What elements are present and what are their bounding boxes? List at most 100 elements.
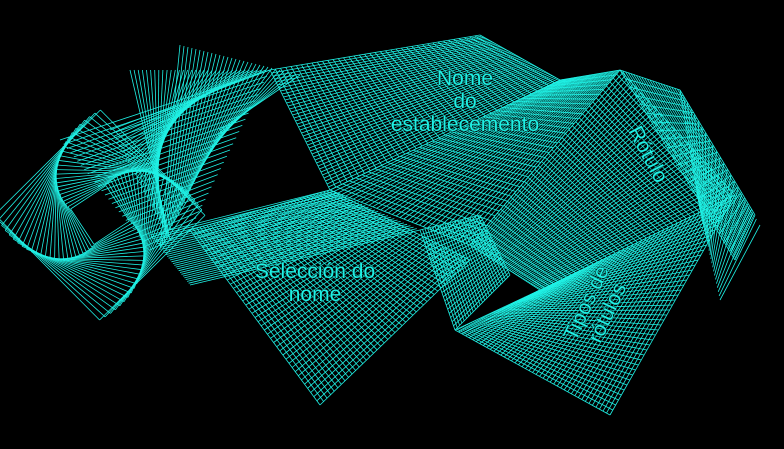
string-line [588,207,709,404]
string-line [446,259,503,306]
string-line [453,272,510,327]
string-line [177,53,217,215]
string-line [278,41,493,89]
string-line [264,229,411,331]
string-line [430,72,604,230]
string-line [606,197,731,414]
string-line [442,71,609,235]
string-line [116,176,139,233]
string-line [185,225,411,280]
string-line [94,131,240,183]
string-line [317,70,545,167]
string-line [421,217,482,235]
string-line [84,112,249,170]
string-line [522,163,707,280]
string-line [181,55,225,207]
string-line [480,89,639,253]
string-line [444,257,502,302]
string-line [519,157,702,278]
string-line [426,72,602,229]
string-line [59,255,144,260]
string-line [125,186,212,221]
string-line [504,259,603,358]
string-line [187,58,237,195]
string-line [475,276,567,342]
string-line [58,173,125,192]
string-line [58,190,77,257]
string-line [447,262,505,310]
string-line [167,206,369,257]
string-line [528,244,634,371]
string-line [101,143,234,192]
string-line [279,237,427,352]
string-line [479,86,636,252]
string-line [424,222,484,243]
string-line [67,182,109,208]
string-line [686,102,703,219]
string-line [56,169,146,172]
string-line [451,269,508,322]
string-line [310,65,535,152]
string-line [506,134,681,269]
string-line [345,78,567,197]
string-line [472,278,563,341]
string-line [489,268,585,350]
string-line [1,225,111,314]
string-line [59,194,80,256]
string-line [482,272,576,346]
string-line [146,223,194,247]
string-line [129,192,209,225]
label-establishment-name-line-1: Nome [436,67,494,90]
string-line [193,61,249,183]
string-line [461,70,617,243]
string-line [507,137,683,270]
string-line [159,44,181,251]
string-line [532,242,638,373]
string-line [438,71,607,234]
string-line [422,219,483,239]
string-line [188,228,417,284]
string-line [706,139,710,243]
string-line [49,257,144,266]
string-line [511,143,689,272]
string-line [326,77,557,185]
string-line [482,92,642,254]
string-line [56,182,69,259]
string-line [0,221,106,318]
string-line [415,73,597,224]
string-line [175,215,388,268]
string-line [189,229,421,286]
string-line [486,270,581,348]
string-line [149,189,331,236]
string-line [63,178,115,202]
string-line [635,95,691,108]
string-line [116,69,254,144]
string-line [183,56,229,203]
string-line [70,208,95,245]
string-line [179,54,221,211]
string-line [493,266,590,352]
string-line [296,54,517,125]
string-line [625,78,684,97]
string-line [152,192,337,239]
string-line [487,101,650,257]
string-line [388,75,586,214]
string-line [380,76,582,211]
string-line [99,215,206,321]
string-line [319,71,547,170]
string-line [293,52,513,119]
string-line [496,117,665,263]
string-line [88,225,135,250]
string-line [185,57,233,199]
string-line [479,274,572,344]
string-line [298,247,447,377]
string-line [518,250,621,366]
string-line [299,57,521,131]
string-line [305,61,529,143]
string-line [705,132,707,239]
string-line [395,74,589,217]
string-line [57,186,73,258]
string-line [329,79,561,191]
string-line [104,149,231,196]
string-line [75,238,142,257]
